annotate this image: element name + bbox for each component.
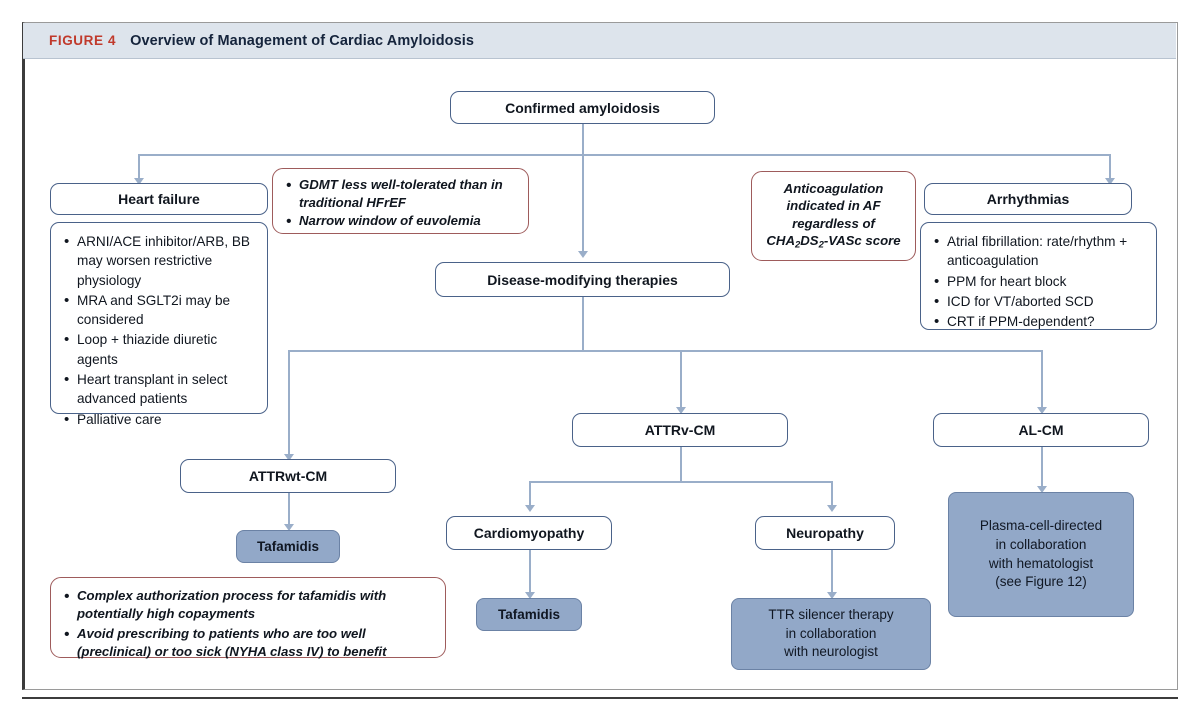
connector-to-dmt bbox=[582, 154, 584, 253]
node-plasma-cell-directed-label: Plasma-cell-directed in collaboration wi… bbox=[979, 518, 1103, 590]
list-item: Narrow window of euvolemia bbox=[286, 211, 518, 232]
arrowhead-dmt bbox=[578, 251, 588, 258]
connector-top-bus bbox=[138, 154, 1110, 156]
connector-second-bus bbox=[288, 350, 1042, 352]
node-al-cm-label: AL-CM bbox=[1018, 422, 1064, 438]
figure-frame-underline bbox=[22, 697, 1178, 699]
node-ttr-silencer-therapy[interactable]: TTR silencer therapy in collaboration wi… bbox=[731, 598, 931, 670]
node-disease-modifying-therapies-label: Disease-modifying therapies bbox=[487, 271, 678, 288]
diagram-canvas: Confirmed amyloidosis Heart failure ARNI… bbox=[23, 59, 1176, 689]
node-confirmed-amyloidosis[interactable]: Confirmed amyloidosis bbox=[450, 91, 715, 124]
node-tafamidis-attrv[interactable]: Tafamidis bbox=[476, 598, 582, 631]
arrowhead-tafamidis-wt bbox=[284, 524, 294, 531]
arrowhead-attrv bbox=[676, 407, 686, 414]
callout-anticoagulation-line3: regardless of bbox=[792, 215, 875, 231]
node-attrwt-cm[interactable]: ATTRwt-CM bbox=[180, 459, 396, 493]
arrowhead-attrwt bbox=[284, 454, 294, 461]
node-arrhythmias-label: Arrhythmias bbox=[986, 191, 1070, 207]
list-item: GDMT less well-tolerated than in traditi… bbox=[286, 175, 518, 211]
connector-attrwt-tafamidis bbox=[288, 492, 290, 526]
callout-tafamidis-authorization: Complex authorization process for tafami… bbox=[50, 577, 446, 659]
node-al-cm[interactable]: AL-CM bbox=[933, 413, 1149, 447]
list-item: Palliative care bbox=[64, 409, 257, 431]
connector-neuropathy-ttr bbox=[831, 550, 833, 594]
connector-alcm-plasma bbox=[1041, 447, 1043, 488]
arrhythmias-bullet-list: Atrial fibrillation: rate/rhythm + antic… bbox=[929, 231, 1146, 333]
connector-attrv-down bbox=[680, 447, 682, 482]
list-arrhythmias-details: Atrial fibrillation: rate/rhythm + antic… bbox=[920, 222, 1157, 333]
tafamidis-callout-bullet-list: Complex authorization process for tafami… bbox=[59, 586, 435, 662]
connector-to-heart-failure bbox=[138, 154, 140, 180]
list-item: Loop + thiazide diuretic agents bbox=[64, 329, 257, 369]
list-item: ARNI/ACE inhibitor/ARB, BB may worsen re… bbox=[64, 231, 257, 290]
callout-anticoagulation-line4: CHA2DS2-VASc score bbox=[766, 232, 901, 251]
node-cardiomyopathy[interactable]: Cardiomyopathy bbox=[446, 516, 612, 550]
arrowhead-cardiomyopathy bbox=[525, 505, 535, 512]
node-cardiomyopathy-label: Cardiomyopathy bbox=[473, 525, 585, 541]
node-attrv-cm[interactable]: ATTRv-CM bbox=[572, 413, 788, 447]
connector-to-cardiomyopathy bbox=[529, 481, 531, 507]
node-arrhythmias[interactable]: Arrhythmias bbox=[924, 183, 1132, 215]
node-disease-modifying-therapies[interactable]: Disease-modifying therapies bbox=[435, 262, 730, 297]
list-item: Complex authorization process for tafami… bbox=[64, 586, 435, 624]
arrowhead-arrhythmias bbox=[1105, 178, 1115, 185]
node-confirmed-amyloidosis-label: Confirmed amyloidosis bbox=[505, 99, 660, 116]
node-heart-failure[interactable]: Heart failure bbox=[50, 183, 268, 215]
figure-header: FIGURE 4 Overview of Management of Cardi… bbox=[23, 23, 1176, 59]
node-attrwt-cm-label: ATTRwt-CM bbox=[248, 468, 328, 484]
node-tafamidis-attrv-label: Tafamidis bbox=[497, 607, 560, 622]
list-item: Atrial fibrillation: rate/rhythm + antic… bbox=[934, 231, 1146, 271]
arrowhead-alcm bbox=[1037, 407, 1047, 414]
node-ttr-silencer-therapy-label: TTR silencer therapy in collaboration wi… bbox=[768, 607, 894, 660]
callout-anticoagulation-line1: Anticoagulation bbox=[783, 181, 884, 197]
list-item: MRA and SGLT2i may be considered bbox=[64, 290, 257, 330]
node-tafamidis-attrwt-label: Tafamidis bbox=[256, 539, 319, 554]
connector-to-arrhythmias bbox=[1109, 154, 1111, 180]
callout-anticoagulation-line2: indicated in AF bbox=[786, 198, 881, 214]
node-tafamidis-attrwt[interactable]: Tafamidis bbox=[236, 530, 340, 563]
arrowhead-heart-failure bbox=[134, 178, 144, 185]
connector-root-down bbox=[582, 123, 584, 155]
node-heart-failure-label: Heart failure bbox=[118, 191, 200, 207]
heart-failure-bullet-list: ARNI/ACE inhibitor/ARB, BB may worsen re… bbox=[59, 231, 257, 431]
connector-to-alcm bbox=[1041, 350, 1043, 409]
connector-dmt-down bbox=[582, 296, 584, 351]
connector-to-neuropathy bbox=[831, 481, 833, 507]
list-item: ICD for VT/aborted SCD bbox=[934, 291, 1146, 313]
node-neuropathy[interactable]: Neuropathy bbox=[755, 516, 895, 550]
node-plasma-cell-directed[interactable]: Plasma-cell-directed in collaboration wi… bbox=[948, 492, 1134, 617]
arrowhead-neuropathy bbox=[827, 505, 837, 512]
figure-title: Overview of Management of Cardiac Amyloi… bbox=[130, 32, 475, 49]
gdmt-bullet-list: GDMT less well-tolerated than in traditi… bbox=[281, 175, 518, 232]
list-item: PPM for heart block bbox=[934, 271, 1146, 293]
connector-attrv-bus bbox=[529, 481, 832, 483]
figure-label: FIGURE 4 bbox=[49, 33, 117, 48]
connector-to-attrwt bbox=[288, 350, 290, 456]
list-item: Heart transplant in select advanced pati… bbox=[64, 369, 257, 409]
list-item: CRT if PPM-dependent? bbox=[934, 311, 1146, 333]
arrowhead-plasma-cell bbox=[1037, 486, 1047, 493]
callout-gdmt: GDMT less well-tolerated than in traditi… bbox=[272, 168, 529, 234]
node-neuropathy-label: Neuropathy bbox=[786, 525, 864, 541]
arrowhead-tafamidis-v bbox=[525, 592, 535, 599]
list-item: Avoid prescribing to patients who are to… bbox=[64, 624, 435, 662]
node-attrv-cm-label: ATTRv-CM bbox=[644, 422, 716, 438]
callout-anticoagulation: Anticoagulation indicated in AF regardle… bbox=[751, 171, 916, 261]
connector-to-attrv bbox=[680, 350, 682, 409]
arrowhead-ttr-silencer bbox=[827, 592, 837, 599]
connector-cardiomyopathy-tafamidis bbox=[529, 550, 531, 594]
list-heart-failure-details: ARNI/ACE inhibitor/ARB, BB may worsen re… bbox=[50, 222, 268, 430]
